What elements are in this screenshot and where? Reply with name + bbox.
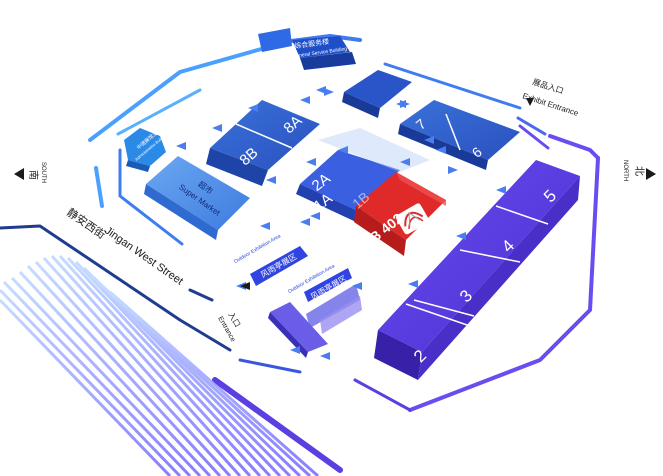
- north-cn: 北: [633, 166, 645, 176]
- north-arrow-icon: [646, 168, 656, 180]
- exhibit-entrance-cn: 展品入口: [531, 77, 564, 95]
- flow-arrows: [176, 86, 506, 360]
- supermarket[interactable]: 超市 Super Market: [144, 156, 250, 240]
- entrance-label: 入口 Entrance: [216, 282, 250, 343]
- north-en: NORTH: [622, 160, 628, 181]
- south-arrow-icon: [14, 168, 24, 180]
- hall-1a-2a[interactable]: 2A 1A: [296, 128, 430, 222]
- general-service-building[interactable]: 综合服务楼 General Service Building: [258, 28, 356, 70]
- hall-8[interactable]: 8A 8B: [206, 100, 320, 186]
- south-cn: 南: [27, 170, 40, 180]
- compass-north: 北 NORTH: [622, 160, 656, 181]
- administration-building[interactable]: 中德展馆主楼 Administration Building: [124, 127, 168, 172]
- hall-block-north[interactable]: [342, 70, 412, 118]
- striped-area: [0, 254, 319, 476]
- south-en: SOUTH: [40, 162, 46, 183]
- booth-logo: [395, 203, 430, 235]
- exhibit-entrance-arrow-icon: [526, 98, 534, 106]
- outdoor-area-left[interactable]: Outdoor Exhibition Area 风雨亭展区: [232, 233, 308, 286]
- hall-7-6[interactable]: 7 6: [398, 100, 520, 170]
- site-outline: [0, 34, 600, 473]
- compass-south: 南 SOUTH: [14, 162, 46, 183]
- booth-1b-402[interactable]: 1B 1B 402: [349, 172, 446, 256]
- exhibit-entrance: 展品入口 Exhibit Entrance: [521, 77, 580, 118]
- outdoor-area-right[interactable]: Outdoor Exhibition Area 风雨亭展区: [287, 263, 362, 334]
- halls-2-5[interactable]: 5 4 3 2: [374, 160, 580, 380]
- entrance-block: [268, 302, 328, 358]
- street-cn: 静安西街: [64, 205, 108, 242]
- street-en: Jingan West Street: [102, 225, 185, 288]
